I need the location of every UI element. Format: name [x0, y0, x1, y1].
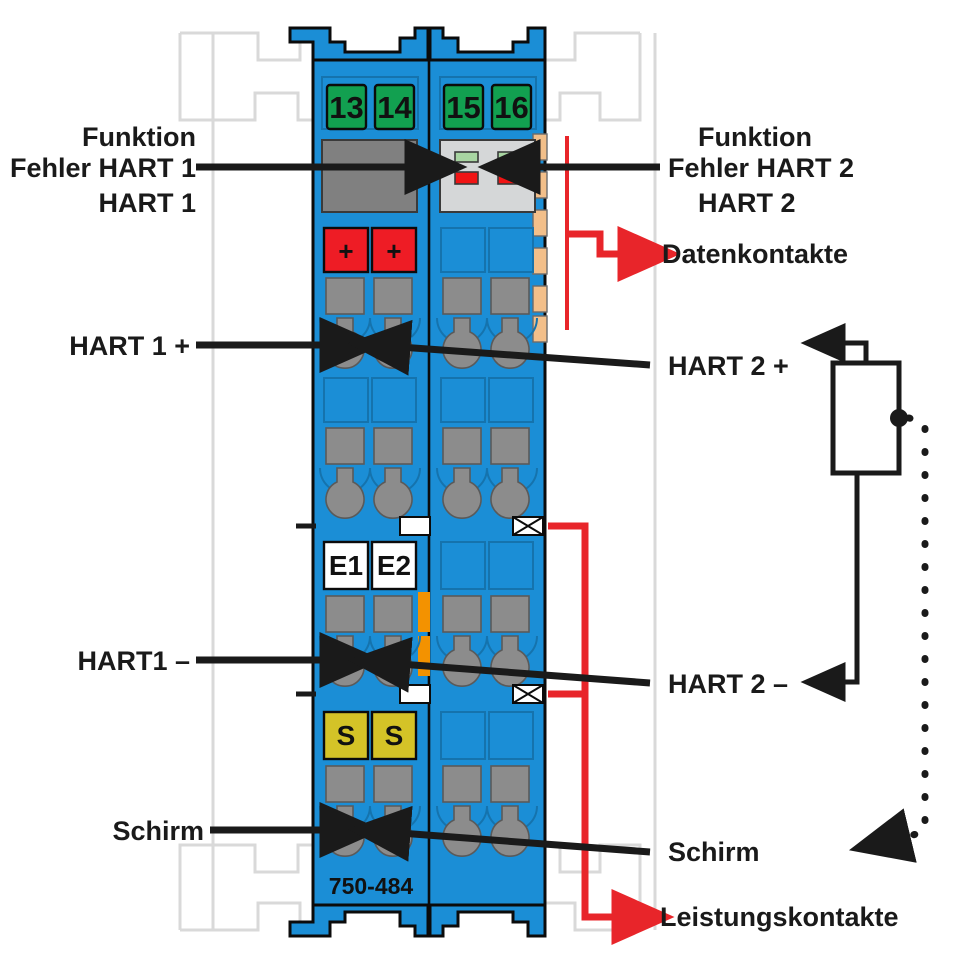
marker-e2: E2: [376, 550, 412, 581]
label-schirm-right: Schirm: [668, 837, 760, 867]
label-funktion-hart-2: Funktion HART 2: [668, 88, 812, 253]
terminal-number-13: 13: [329, 90, 364, 125]
label-hart-1-plus: HART 1 +: [69, 331, 190, 361]
label-schirm-left: Schirm: [112, 816, 204, 846]
power-contact-symbol-upper: [512, 516, 544, 536]
marker-e1: E1: [328, 550, 364, 581]
marker-s1: S: [336, 720, 356, 751]
field-device-circuit: [800, 323, 929, 863]
power-contacts-callout: [548, 522, 675, 945]
left-callouts: [196, 139, 468, 858]
terminal-number-16: 16: [494, 90, 529, 125]
right-callouts: [347, 139, 660, 862]
label-funktion-hart-1: Funktion HART 1: [0, 88, 196, 253]
power-contact-symbol-lower: [512, 684, 544, 704]
label-funktion-hart-2-line2: HART 2: [698, 187, 796, 218]
label-fehler-hart-2: Fehler HART 2: [668, 153, 855, 183]
terminal-row-2: [296, 377, 544, 536]
label-datenkontakte: Datenkontakte: [662, 239, 849, 269]
din-rail-outline: [178, 31, 657, 932]
label-hart-2-minus: HART 2 –: [668, 669, 789, 699]
terminal-number-14: 14: [377, 90, 412, 125]
label-funktion-hart-2-line1: Funktion: [698, 121, 812, 152]
label-leistungskontakte: Leistungskontakte: [660, 902, 899, 932]
label-hart-1-minus: HART1 –: [77, 646, 190, 676]
label-fehler-hart-1: Fehler HART 1: [9, 153, 196, 183]
label-funktion-hart-1-line2: HART 1: [98, 187, 196, 218]
label-hart-2-plus: HART 2 +: [668, 351, 789, 381]
module-part-number: 750-484: [328, 873, 414, 899]
label-funktion-hart-1-line1: Funktion: [82, 121, 196, 152]
top-terminal-row: [321, 76, 537, 131]
marker-plus-2: +: [386, 236, 402, 266]
marker-plus-1: +: [338, 236, 354, 266]
terminal-number-15: 15: [446, 90, 481, 125]
marker-s2: S: [384, 720, 404, 751]
